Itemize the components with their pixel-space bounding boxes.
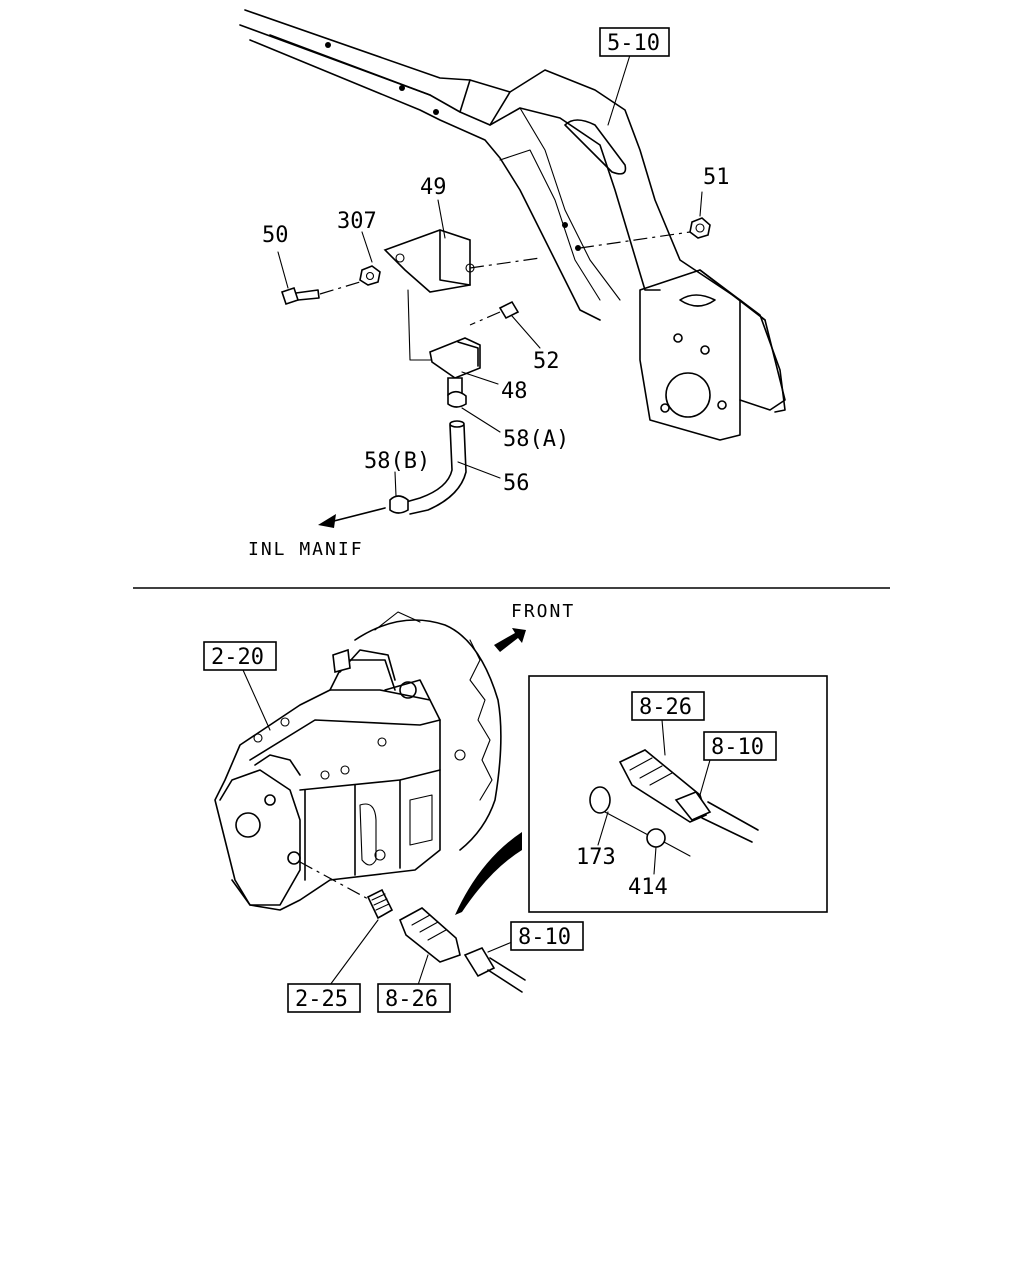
sensor-48: [429, 337, 481, 396]
part-52-label: 52: [533, 349, 560, 374]
nut-307: [359, 265, 381, 286]
ref-2-20-label: 2-20: [211, 645, 264, 670]
hose-56: [405, 420, 467, 515]
part-414-label: 414: [628, 875, 668, 900]
bolt-52: [469, 300, 520, 326]
inset-ref-8-26-label: 8-26: [639, 695, 692, 720]
flywheel-housing: [354, 611, 502, 851]
crossmember-plate: [639, 269, 786, 441]
part-307-label: 307: [337, 209, 377, 234]
switch-2-25: [366, 888, 394, 920]
clamp-58a: [447, 390, 467, 408]
part-58b-label: 58(B): [364, 449, 430, 474]
frame-rail: [239, 9, 786, 413]
part-56-label: 56: [503, 471, 530, 496]
ref-8-26-label: 8-26: [385, 987, 438, 1012]
bolt-50: [280, 286, 320, 306]
part-58a-label: 58(A): [503, 427, 569, 452]
ref-8-10-label: 8-10: [518, 925, 571, 950]
ref-5-10-label: 5-10: [607, 31, 660, 56]
connector-8-26: [398, 907, 461, 963]
connector-8-10: [463, 946, 526, 993]
part-50-label: 50: [262, 223, 289, 248]
transmission-case: [214, 648, 466, 911]
part-48-label: 48: [501, 379, 528, 404]
clamp-58b: [389, 495, 409, 514]
ref-2-25-label: 2-25: [295, 987, 348, 1012]
nut-51: [689, 217, 711, 239]
bracket-49: [383, 229, 475, 293]
part-49-label: 49: [420, 175, 447, 200]
front-arrow-icon: [494, 628, 526, 652]
inset-ref-8-10-label: 8-10: [711, 735, 764, 760]
inl-manif-label: INL MANIF: [248, 539, 364, 560]
part-173-label: 173: [576, 845, 616, 870]
inset-connector: [618, 749, 759, 843]
part-51-label: 51: [703, 165, 730, 190]
front-label: FRONT: [511, 601, 575, 622]
